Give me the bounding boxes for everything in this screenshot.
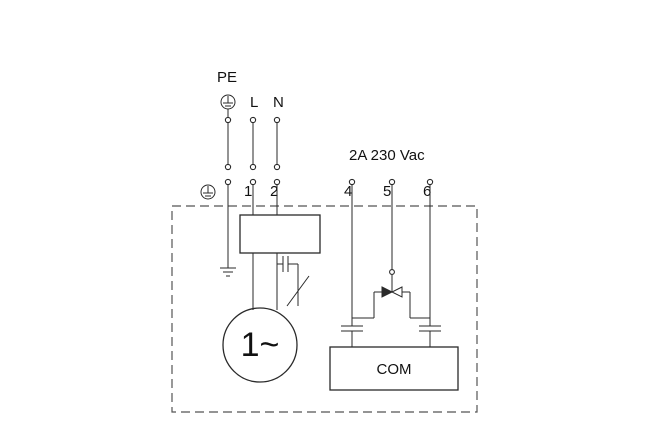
terminal-5-number: 5 (383, 183, 391, 200)
pe-label: PE (217, 69, 237, 86)
terminal-2-number: 2 (270, 183, 278, 200)
terminal-n-upper (273, 116, 281, 124)
capacitor-left (341, 325, 363, 332)
relay-common-node (389, 269, 395, 275)
terminal-pe-lower (224, 163, 232, 171)
com-label: COM (377, 361, 412, 378)
earth-icon (200, 184, 216, 200)
controller-box (239, 214, 321, 254)
terminal-4-block (348, 178, 356, 186)
com-box (329, 346, 459, 391)
enclosure-boundary (171, 205, 478, 413)
contact-rating-label: 2A 230 Vac (349, 147, 425, 164)
motor-symbol (222, 307, 298, 383)
terminal-6-number: 6 (423, 183, 431, 200)
motor-label: 1~ (241, 326, 280, 364)
earth-icon (220, 94, 236, 110)
terminal-pe-upper (224, 116, 232, 124)
terminal-1-block (249, 178, 257, 186)
terminal-pe-block (224, 178, 232, 186)
terminal-5-block (388, 178, 396, 186)
terminal-2-block (273, 178, 281, 186)
terminal-l-upper (249, 116, 257, 124)
terminal-1-number: 1 (244, 183, 252, 200)
l-label: L (250, 94, 258, 111)
relay-switch-icon (352, 286, 430, 319)
terminal-n-lower (273, 163, 281, 171)
terminal-4-number: 4 (344, 183, 352, 200)
n-label: N (273, 94, 284, 111)
terminal-6-block (426, 178, 434, 186)
terminal-l-lower (249, 163, 257, 171)
capacitor-right (419, 325, 441, 332)
